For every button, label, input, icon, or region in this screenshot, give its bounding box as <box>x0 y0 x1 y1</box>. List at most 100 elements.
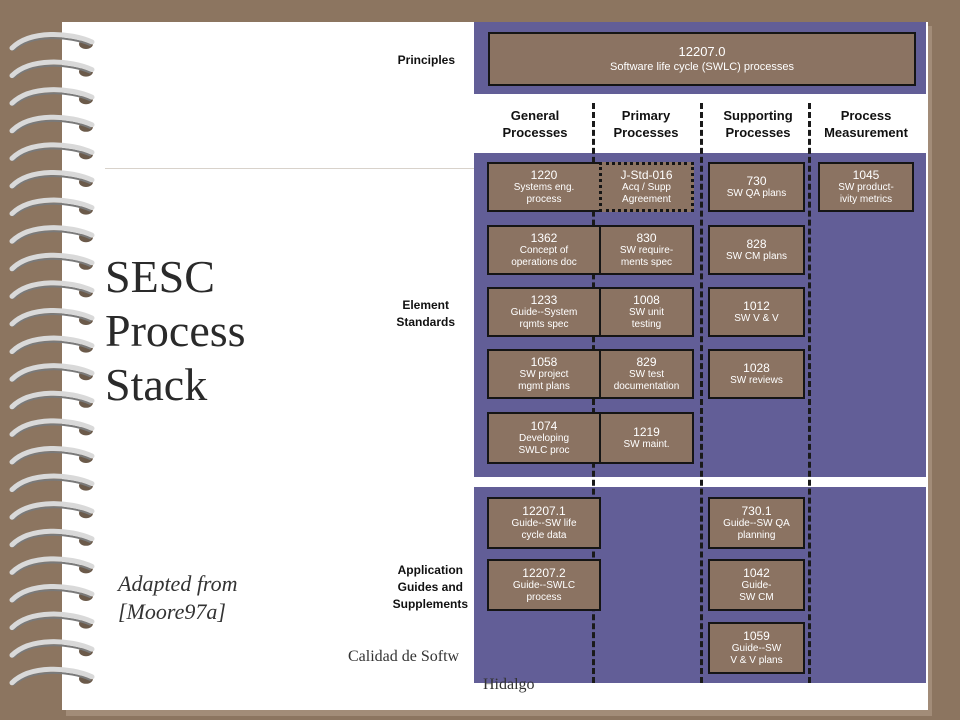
standard-number: 1012 <box>743 299 770 313</box>
row-label-line: Supplements <box>392 597 468 611</box>
column-header-line: Measurement <box>824 125 908 140</box>
standard-description: SW CM plans <box>725 251 788 262</box>
standard-number: 12207.1 <box>522 504 566 518</box>
title-line: Process <box>105 305 246 356</box>
spiral-ring <box>9 418 95 438</box>
spiral-ring <box>9 142 95 162</box>
spiral-ring <box>9 473 95 493</box>
standard-number: 1362 <box>530 231 558 245</box>
standard-description: Guide--SW QA <box>723 518 790 529</box>
standard-number: 12207.2 <box>522 566 566 580</box>
spiral-ring <box>9 308 95 327</box>
standard-description: Guide--System <box>510 307 578 318</box>
standard-number: 1058 <box>530 355 558 369</box>
standard-description: process <box>526 194 562 205</box>
standard-number: 1042 <box>743 566 770 580</box>
standard-box: 1028 SW reviews <box>708 349 805 399</box>
spiral-ring <box>9 197 95 217</box>
standard-description: testing <box>631 319 662 330</box>
column-header-supporting: Supporting Processes <box>702 107 814 141</box>
spiral-ring <box>9 611 95 631</box>
column-header-line: General <box>510 108 560 123</box>
slide-title: SESC Process Stack <box>105 250 355 412</box>
standard-box: 1045 SW product-ivity metrics <box>818 162 914 212</box>
standard-description: SW maint. <box>623 439 670 450</box>
row-label-element-standards: Element Standards <box>396 297 455 331</box>
spiral-ring <box>9 528 95 548</box>
standard-description: cycle data <box>521 530 567 541</box>
row-label-application-guides: Application Guides and Supplements <box>393 562 468 613</box>
column-divider <box>700 103 703 683</box>
standard-description: Guide--SW <box>731 643 782 654</box>
standard-description: rqmts spec <box>519 319 569 330</box>
column-header-line: Processes <box>502 125 568 140</box>
row-label-line: Application <box>397 563 463 577</box>
standard-description: SW test <box>628 369 664 380</box>
standard-number: 1059 <box>743 629 770 643</box>
standard-description: mgmt plans <box>518 381 570 392</box>
spiral-ring <box>9 363 95 383</box>
column-header-line: Process <box>840 108 892 123</box>
principles-box: 12207.0 Software life cycle (SWLC) proce… <box>488 32 916 86</box>
standard-description: planning <box>737 530 776 541</box>
standard-description: SW CM <box>739 592 774 603</box>
page-rule-line <box>105 168 475 169</box>
standard-box: 828 SW CM plans <box>708 225 805 275</box>
spiral-binding <box>9 32 95 686</box>
standard-number: 1045 <box>852 168 880 182</box>
standard-box: 1042 Guide-SW CM <box>708 559 805 611</box>
column-divider <box>808 103 811 683</box>
row-label-line: Principles <box>397 53 455 67</box>
standard-box: 1219 SW maint. <box>599 412 694 464</box>
footer-line: Hidalgo <box>483 676 535 693</box>
standard-description: Systems eng. <box>513 182 575 193</box>
standard-box: 830 SW require-ments spec <box>599 225 694 275</box>
spiral-ring <box>9 87 95 107</box>
spiral-ring <box>9 252 95 272</box>
spiral-ring <box>9 556 95 576</box>
spiral-ring <box>9 584 95 603</box>
standard-description: SWLC proc <box>518 445 570 456</box>
standard-box: 730 SW QA plans <box>708 162 805 212</box>
column-header-line: Supporting <box>723 108 793 123</box>
spiral-ring <box>9 666 95 686</box>
standard-description: operations doc <box>511 257 577 268</box>
standard-description: ments spec <box>620 257 673 268</box>
column-header-line: Processes <box>725 125 791 140</box>
standard-number: 12207.0 <box>678 44 726 59</box>
row-label-line: Element <box>402 298 449 312</box>
standard-description: SW product- <box>838 182 894 193</box>
source-note-line: [Moore97a] <box>118 599 226 624</box>
title-line: SESC <box>105 251 215 302</box>
standard-number: 829 <box>636 355 657 369</box>
title-line: Stack <box>105 359 208 410</box>
source-note-line: Adapted from <box>118 571 238 596</box>
spiral-ring <box>9 280 95 300</box>
standard-number: 1074 <box>530 419 558 433</box>
column-header-general: General Processes <box>479 107 591 141</box>
standard-description: SW require- <box>619 245 674 256</box>
standard-number: 1220 <box>530 168 558 182</box>
standard-description: V & V plans <box>730 655 783 666</box>
standard-number: 730.1 <box>741 504 772 518</box>
spiral-ring <box>9 59 95 79</box>
standard-description: Developing <box>518 433 570 444</box>
standard-description: Concept of <box>519 245 569 256</box>
column-header-line: Processes <box>613 125 679 140</box>
standard-number: 1233 <box>530 293 558 307</box>
footer-line: Calidad de Softw <box>348 648 460 665</box>
standard-description: SW V & V <box>734 313 779 324</box>
standard-description: documentation <box>613 381 680 392</box>
standard-box: 1220 Systems eng.process <box>487 162 601 212</box>
column-header-primary: Primary Processes <box>590 107 702 141</box>
source-note: Adapted from [Moore97a] <box>118 570 318 626</box>
standard-description: Guide--SWLC <box>512 580 576 591</box>
standard-description: Acq / Supp <box>622 182 671 193</box>
row-label-line: Guides and <box>397 580 463 594</box>
spiral-ring <box>9 446 95 465</box>
